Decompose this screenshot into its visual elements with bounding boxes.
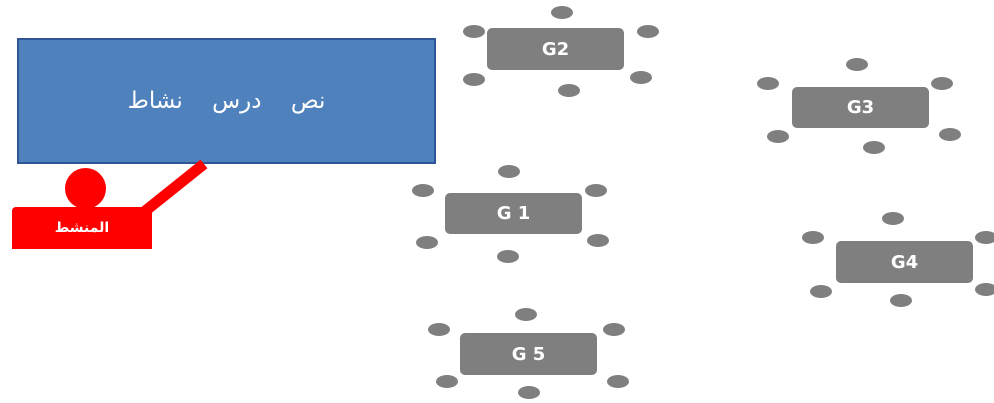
seat-g1 [416, 236, 438, 249]
seat-g3 [931, 77, 953, 90]
seat-g2 [637, 25, 659, 38]
seat-g5 [428, 323, 450, 336]
seat-g3 [757, 77, 779, 90]
seat-g4 [975, 231, 994, 244]
table-label-g5: G 5 [511, 343, 546, 365]
table-g5: G 5 [460, 333, 597, 375]
seat-g2 [551, 6, 573, 19]
seat-g2 [463, 25, 485, 38]
seat-g5 [515, 308, 537, 321]
seat-g4 [810, 285, 832, 298]
seat-g3 [939, 128, 961, 141]
facilitator-head [65, 168, 106, 209]
seat-g3 [846, 58, 868, 71]
seat-g1 [412, 184, 434, 197]
facilitator-body: المنشط [12, 207, 152, 249]
table-g3: G3 [792, 87, 929, 128]
seat-g5 [603, 323, 625, 336]
table-label-g3: G3 [846, 97, 875, 118]
seat-g4 [802, 231, 824, 244]
table-label-g4: G4 [890, 251, 919, 273]
seat-g3 [863, 141, 885, 154]
seat-g1 [585, 184, 607, 197]
seat-g5 [607, 375, 629, 388]
seat-g4 [890, 294, 912, 307]
seat-g2 [558, 84, 580, 97]
seat-g4 [882, 212, 904, 225]
table-label-g2: G2 [541, 38, 570, 60]
seat-g1 [497, 250, 519, 263]
seat-g4 [975, 283, 994, 296]
seat-g1 [587, 234, 609, 247]
seat-g5 [436, 375, 458, 388]
facilitator-label: المنشط [54, 220, 110, 236]
activity-board: نص درس نشاط [17, 38, 436, 164]
seat-g1 [498, 165, 520, 178]
table-g4: G4 [836, 241, 973, 283]
seat-g2 [463, 73, 485, 86]
seat-g5 [518, 386, 540, 399]
table-label-g1: G 1 [496, 203, 531, 224]
table-g2: G2 [487, 28, 624, 70]
table-g1: G 1 [445, 193, 582, 234]
pointer-line [140, 160, 208, 217]
seat-g2 [630, 71, 652, 84]
board-label: نص درس نشاط [127, 88, 326, 114]
seat-g3 [767, 130, 789, 143]
pointer-stroke [140, 160, 208, 217]
